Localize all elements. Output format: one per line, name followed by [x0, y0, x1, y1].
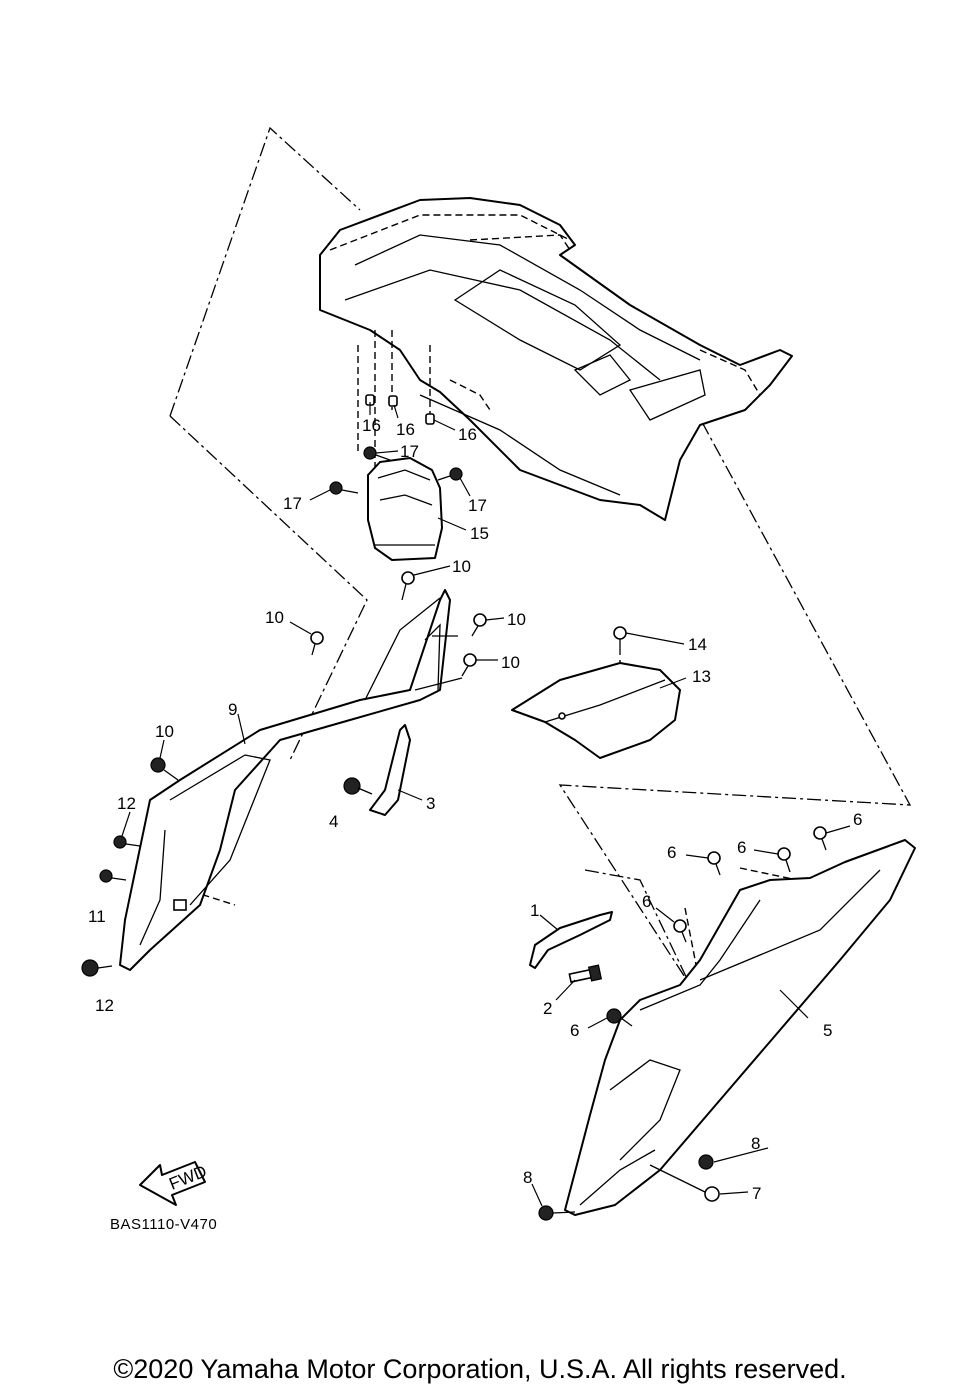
screw-14 [613, 626, 627, 655]
callout-6: 6 [642, 892, 651, 911]
trim-1 [529, 911, 613, 969]
callout-6: 6 [570, 1021, 579, 1040]
phantom-lines [169, 126, 912, 986]
leader-lines [121, 402, 851, 1207]
callout-11: 11 [88, 907, 106, 926]
screw-17 [329, 446, 463, 495]
callout-6: 6 [667, 843, 676, 862]
callout-12: 12 [95, 996, 114, 1015]
callout-6: 6 [737, 838, 746, 857]
bolt-4 [343, 777, 373, 795]
callout-16: 16 [458, 425, 477, 444]
seat-frame-assembly [319, 197, 793, 521]
diagram-code: BAS1110-V470 [110, 1216, 218, 1233]
callout-10: 10 [507, 610, 526, 629]
side-cover-5 [564, 839, 916, 1216]
copyright-notice: ©2020 Yamaha Motor Corporation, U.S.A. A… [113, 1354, 847, 1384]
callout-3: 3 [426, 794, 435, 813]
callout-5: 5 [823, 1021, 832, 1040]
callout-4: 4 [329, 812, 338, 831]
callout-9: 9 [228, 700, 237, 719]
callout-10: 10 [452, 557, 471, 576]
callout-labels: 1 2 3 4 5 6 6 6 6 6 6 7 8 8 9 10 10 10 1… [88, 416, 862, 1203]
bolt-11 [99, 869, 127, 883]
callout-17: 17 [468, 496, 487, 515]
callout-10: 10 [265, 608, 284, 627]
callout-7: 7 [752, 1184, 761, 1203]
screw-6 [606, 826, 827, 1027]
callout-8: 8 [751, 1134, 760, 1153]
fwd-arrow: FWD [139, 1161, 209, 1206]
callout-2: 2 [543, 999, 552, 1018]
callout-6: 6 [853, 810, 862, 829]
callout-16: 16 [396, 420, 415, 439]
bolt-12 [81, 835, 141, 977]
callout-8: 8 [523, 1168, 532, 1187]
callout-12: 12 [117, 794, 136, 813]
callout-17: 17 [283, 494, 302, 513]
callout-14: 14 [688, 635, 707, 654]
callout-13: 13 [692, 667, 711, 686]
cover-15 [367, 457, 443, 561]
callout-1: 1 [530, 901, 539, 920]
callout-10: 10 [501, 653, 520, 672]
callout-16: 16 [362, 416, 381, 435]
side-cover-9 [119, 589, 451, 971]
heat-shield-13 [511, 662, 681, 759]
bolt-8 [538, 1154, 714, 1221]
callout-17: 17 [400, 442, 419, 461]
callout-10: 10 [155, 722, 174, 741]
callout-15: 15 [470, 524, 489, 543]
screw-10 [150, 571, 487, 781]
screw-7 [649, 1164, 720, 1202]
bolt-2 [568, 964, 603, 983]
bracket-3 [369, 724, 411, 816]
